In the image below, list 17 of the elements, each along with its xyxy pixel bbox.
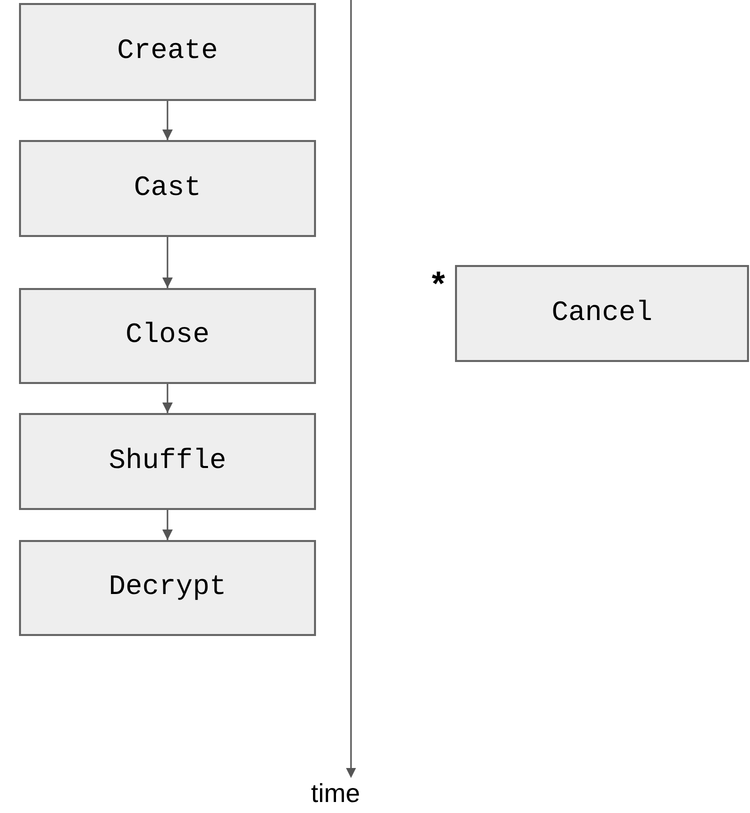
step-label: Shuffle (108, 444, 226, 478)
process-box (19, 540, 316, 636)
step-label: Decrypt (108, 571, 226, 605)
arrow (162, 101, 173, 140)
arrow (162, 237, 173, 288)
process-box (19, 413, 316, 510)
process-box (19, 3, 316, 101)
step-label: Close (125, 319, 210, 353)
step-label: Cancel (552, 296, 652, 330)
step-label: Create (117, 35, 218, 69)
axis-label: time (311, 780, 360, 806)
arrow (162, 384, 173, 413)
step-label: Cast (134, 172, 202, 206)
arrow (162, 510, 173, 540)
footnote-mark: * (432, 264, 445, 305)
process-box (19, 288, 316, 384)
process-box (19, 140, 316, 237)
